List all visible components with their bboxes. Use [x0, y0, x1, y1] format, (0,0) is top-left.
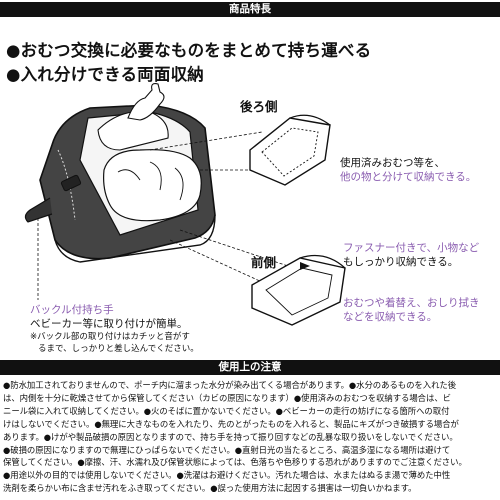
caution-line: ●破損の原因になりますので無理にひっぱらないでください。●直射日光の当たるところ… — [3, 444, 451, 455]
caution-line: 保管してください。●摩擦、汗、水濡れ及び保管状態によっては、色落ちや色移りする恐… — [3, 457, 467, 468]
caution-line: あります。●けがや製品破損の原因となりますので、持ち手を持って振り回すなどの乱暴… — [3, 431, 458, 442]
back-side-desc-1: 使用済みおむつ等を、 — [340, 157, 445, 169]
caution-line: ●防水加工されておりませんので、ポーチ内に溜まった水分が染み出てくる場合がありま… — [3, 380, 457, 390]
buckle-note-2: るまで、しっかりと差し込んでください。 — [38, 344, 199, 354]
front-side-desc-1: ファスナー付きで、小物など — [343, 242, 480, 254]
pouch-illustration — [24, 83, 346, 326]
back-side-desc-2: 他の物と分けて収納できる。 — [340, 171, 477, 183]
front-side-desc-4: などを収納できる。 — [343, 311, 438, 323]
caution-line: ●用途以外の目的では使用しないでください。●洗濯はお避けください。汚れた場合は、… — [3, 470, 451, 481]
back-side-title: 後ろ側 — [240, 99, 278, 114]
front-side-desc-3: おむつや着替え、おしり拭き — [343, 297, 480, 309]
caution-header: 使用上の注意 — [0, 360, 500, 375]
front-side-title: 前側 — [251, 255, 277, 270]
feature-carry-all: ●おむつ交換に必要なものをまとめて持ち運べる — [6, 41, 372, 60]
front-side-desc-2: もしっかり収納できる。 — [343, 256, 459, 268]
caution-line: は、内側を十分に乾燥させてから保管してください（カビの原因になります）●使用済み… — [3, 392, 451, 403]
feature-two-side-storage: ●入れ分けできる両面収納 — [6, 65, 204, 84]
buckle-title: バックル付持ち手 — [30, 304, 114, 316]
buckle-note-1: ※バックル部の取り付けはカチッと音がす — [30, 332, 190, 342]
caution-text: ●防水加工されておりませんので、ポーチ内に溜まった水分が染み出てくる場合がありま… — [3, 379, 498, 495]
caution-line: 洗剤を柔らかい布に含ませ汚れをふき取ってください。●誤った使用方法に起因する損害… — [3, 483, 417, 494]
features-header: 商品特長 — [0, 2, 500, 17]
buckle-desc: ベビーカー等に取り付けが簡単。 — [30, 318, 188, 330]
caution-line: けはしないでください。●無理に大きなものを入れたり、先のとがったものを入れると、… — [3, 418, 459, 429]
caution-line: ニール袋に入れて収納してください。●火のそばに置かないでください。●ベビーカーの… — [3, 405, 450, 416]
